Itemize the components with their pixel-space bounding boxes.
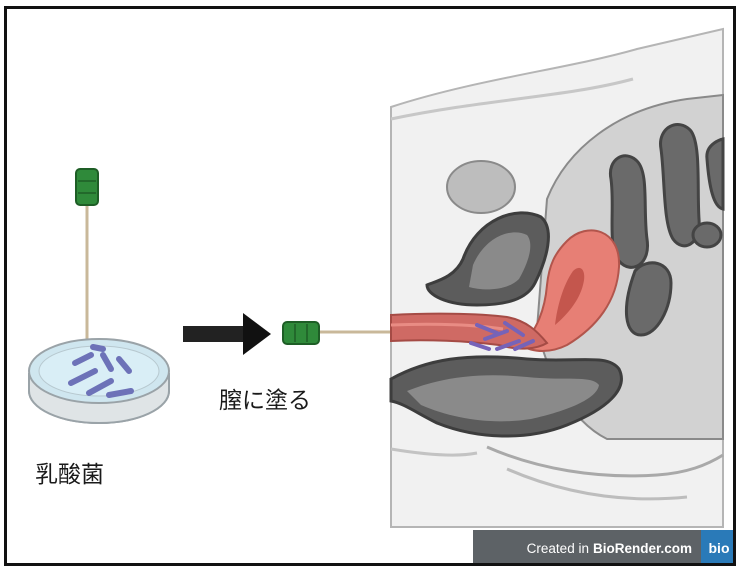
pelvic-anatomy [389, 27, 725, 528]
swab-vertical [75, 168, 99, 349]
biorender-logo-icon: bio [701, 530, 733, 563]
watermark-prefix: Created in [526, 540, 589, 556]
watermark-brand: BioRender.com [592, 540, 692, 556]
apply-to-vagina-label: 膣に塗る [219, 388, 311, 414]
watermark-text: Created in BioRender.com [473, 530, 701, 563]
arrow-right-icon [183, 313, 271, 355]
lactobacillus-label: 乳酸菌 [35, 462, 104, 488]
lactobacillus-bacteria [68, 344, 134, 398]
diagram-frame: 乳酸菌 膣に塗る Created in BioRender.com bio [4, 6, 736, 566]
petri-dish [28, 338, 170, 424]
diagram-canvas [28, 27, 725, 528]
biorender-watermark: Created in BioRender.com bio [473, 530, 733, 563]
